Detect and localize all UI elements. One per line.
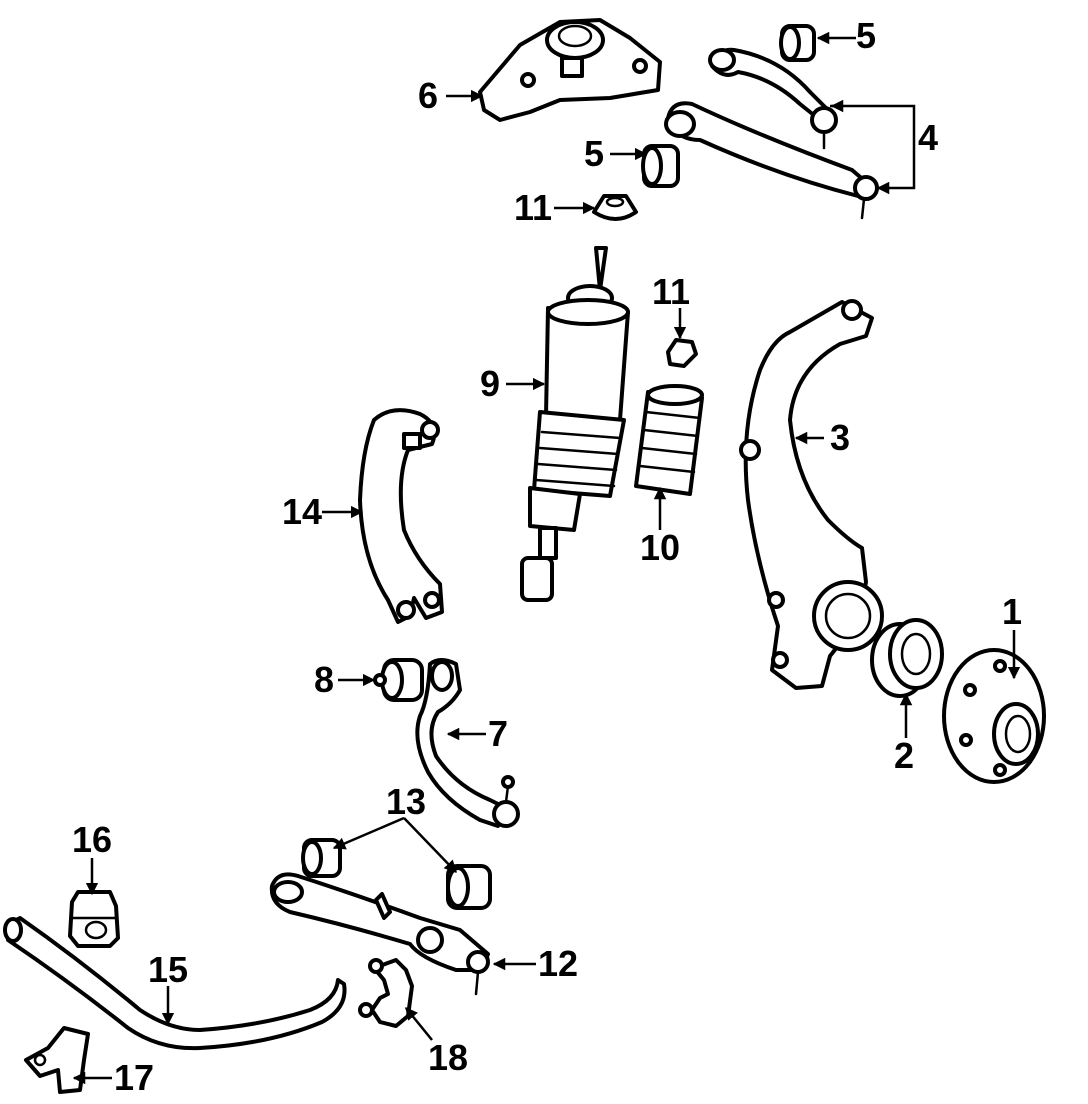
part-17-bracket — [24, 1026, 90, 1094]
part-11-bump-stop-middle — [666, 338, 698, 368]
part-12-lower-control-arm — [269, 872, 490, 996]
part-1-hub — [942, 648, 1046, 784]
part-2-wheel-bearing — [870, 618, 944, 698]
leader-lines — [72, 31, 1021, 1085]
part-5-bushing-upper — [779, 24, 816, 62]
part-9-air-strut — [520, 246, 630, 602]
callout-10: 10 — [640, 527, 680, 568]
callout-5-top: 5 — [856, 15, 876, 56]
callout-17: 17 — [114, 1057, 154, 1098]
callout-6: 6 — [418, 75, 438, 116]
callout-11-middle: 11 — [652, 271, 690, 312]
callout-14: 14 — [282, 491, 322, 532]
part-15-stabilizer-bar — [3, 916, 347, 1051]
part-13-bushing-right — [446, 864, 492, 910]
callout-15: 15 — [148, 949, 188, 990]
callout-12: 12 — [538, 943, 578, 984]
callout-2: 2 — [894, 735, 914, 776]
part-18-stabilizer-link — [358, 958, 414, 1028]
callout-5-middle: 5 — [584, 133, 604, 174]
part-10-dust-boot — [634, 384, 704, 496]
callout-13: 13 — [386, 781, 426, 822]
callout-11-upper: 11 — [514, 187, 552, 228]
leader-13-right — [403, 817, 457, 873]
callout-8: 8 — [314, 659, 334, 700]
part-4-upper-control-arms — [664, 47, 879, 220]
callout-9: 9 — [480, 363, 500, 404]
leader-13-left — [332, 816, 405, 850]
leader-4-bracket — [830, 104, 916, 190]
part-6-upper-mount — [478, 18, 662, 122]
callout-3: 3 — [830, 417, 850, 458]
part-5-bushing-middle — [641, 144, 680, 188]
callout-16: 16 — [72, 819, 112, 860]
part-16-stabilizer-bushing — [68, 890, 120, 948]
part-8-bushing — [373, 658, 424, 702]
leader-18 — [405, 1007, 433, 1041]
part-13-bushing-left — [301, 838, 342, 878]
callout-7: 7 — [488, 713, 508, 754]
callout-18: 18 — [428, 1037, 468, 1078]
part-3-steering-knuckle — [739, 299, 884, 690]
part-7-lower-arm — [415, 658, 520, 828]
callout-4: 4 — [918, 117, 938, 158]
callout-labels: 1 2 3 4 5 5 6 7 8 9 10 11 11 12 13 14 15… — [72, 15, 1022, 1098]
callout-1: 1 — [1002, 591, 1022, 632]
part-11-bump-stop-upper — [592, 194, 638, 221]
part-14-bracket — [358, 408, 444, 624]
